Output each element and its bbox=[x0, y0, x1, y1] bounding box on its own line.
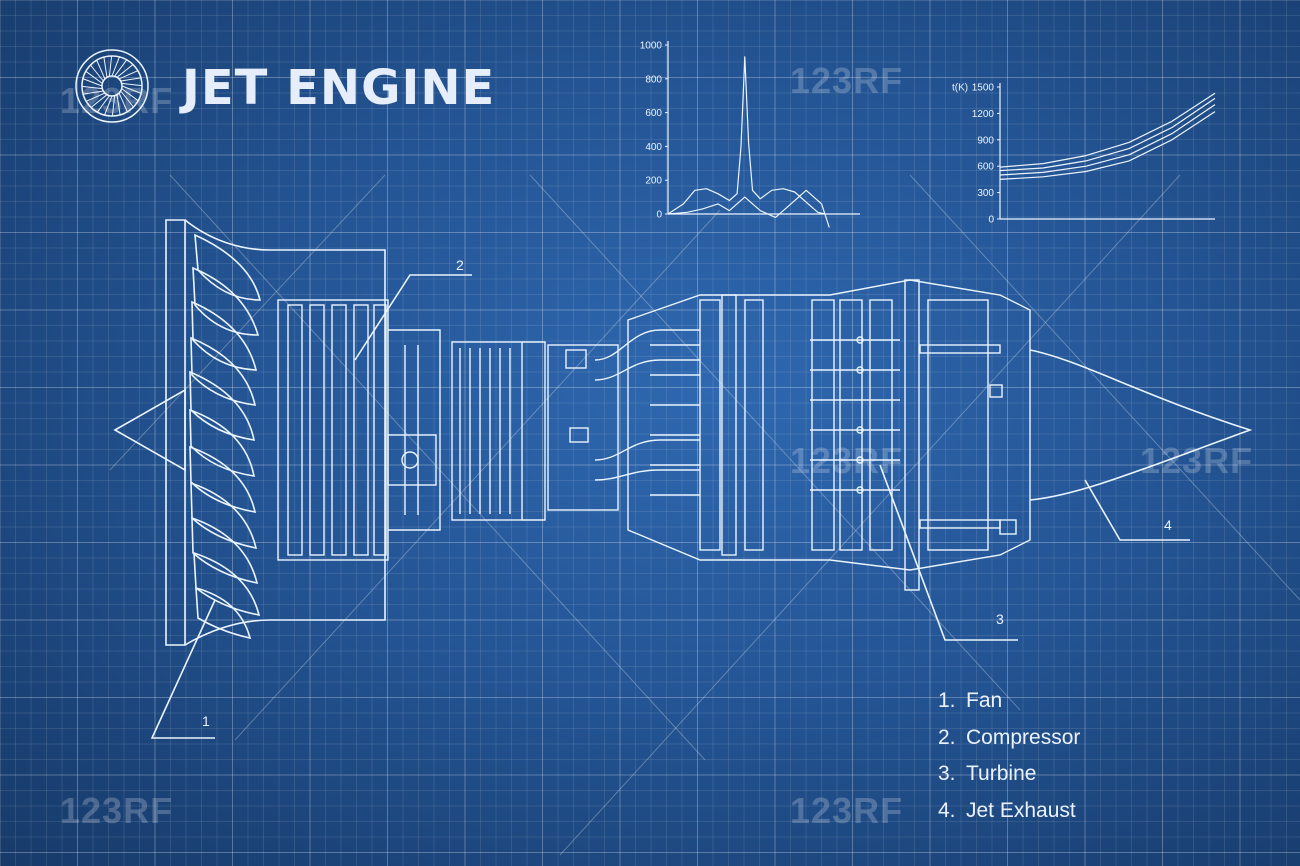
series-line-2 bbox=[667, 189, 830, 228]
turbine-section bbox=[594, 279, 1031, 591]
y-tick-label: 600 bbox=[977, 162, 994, 173]
callout-3: 3 bbox=[996, 611, 1004, 627]
series-line-3 bbox=[999, 97, 1216, 172]
legend-num: 3. bbox=[938, 762, 956, 785]
y-tick-label: 300 bbox=[977, 188, 994, 199]
temperature-chart: 0 300 600 900 1200 1500 t(K) bbox=[952, 83, 1216, 226]
y-tick-label: 400 bbox=[645, 142, 662, 153]
watermark: 123RF bbox=[790, 440, 904, 481]
y-tick-label: 800 bbox=[645, 74, 662, 85]
watermark: 123RF bbox=[60, 790, 174, 831]
watermark: 123RF bbox=[1140, 440, 1254, 481]
legend-label: Jet Exhaust bbox=[966, 798, 1076, 822]
callout-2: 2 bbox=[456, 257, 464, 273]
y-tick-label: 0 bbox=[656, 210, 662, 221]
legend-item-compressor: 2. Compressor bbox=[938, 720, 1080, 757]
series-line-2 bbox=[999, 104, 1216, 176]
legend-label: Turbine bbox=[966, 762, 1037, 785]
y-axis-label: t(K) bbox=[952, 83, 968, 94]
callout-labels: 1 2 3 4 bbox=[202, 257, 1172, 729]
series-line-1 bbox=[999, 111, 1216, 180]
legend-label: Fan bbox=[966, 689, 1003, 712]
turbine-logo-icon bbox=[75, 49, 149, 123]
legend-label: Compressor bbox=[966, 725, 1081, 749]
legend-item-jet-exhaust: 4. Jet Exhaust bbox=[938, 793, 1080, 830]
y-tick-label: 200 bbox=[645, 176, 662, 187]
pressure-chart: 0 200 400 600 800 1000 bbox=[640, 41, 860, 228]
legend-num: 4. bbox=[938, 798, 956, 822]
callout-4: 4 bbox=[1164, 517, 1172, 533]
callout-leaders bbox=[150, 274, 1190, 739]
fan-section bbox=[113, 219, 386, 646]
page-title: JET ENGINE bbox=[182, 60, 496, 116]
watermark: 123RF bbox=[790, 790, 904, 831]
y-tick-label: 1000 bbox=[640, 41, 663, 52]
series-line-1 bbox=[667, 56, 826, 215]
y-tick-label: 0 bbox=[988, 215, 994, 226]
callout-1: 1 bbox=[202, 713, 210, 729]
y-tick-label: 1500 bbox=[972, 83, 995, 94]
legend-item-turbine: 3. Turbine bbox=[938, 756, 1080, 793]
watermark: 123RF bbox=[60, 80, 174, 121]
parts-legend: 1. Fan 2. Compressor 3. Turbine 4. Jet Exhau… bbox=[938, 683, 1080, 829]
legend-item-fan: 1. Fan bbox=[938, 683, 1080, 720]
y-tick-label: 600 bbox=[645, 108, 662, 119]
series-line-4 bbox=[999, 92, 1216, 168]
legend-num: 2. bbox=[938, 725, 956, 749]
y-tick-label: 1200 bbox=[972, 109, 995, 120]
exhaust-section bbox=[1029, 349, 1253, 501]
compressor-section bbox=[277, 299, 619, 561]
watermark: 123RF bbox=[790, 60, 904, 101]
legend-num: 1. bbox=[938, 689, 956, 712]
y-tick-label: 900 bbox=[977, 135, 994, 146]
